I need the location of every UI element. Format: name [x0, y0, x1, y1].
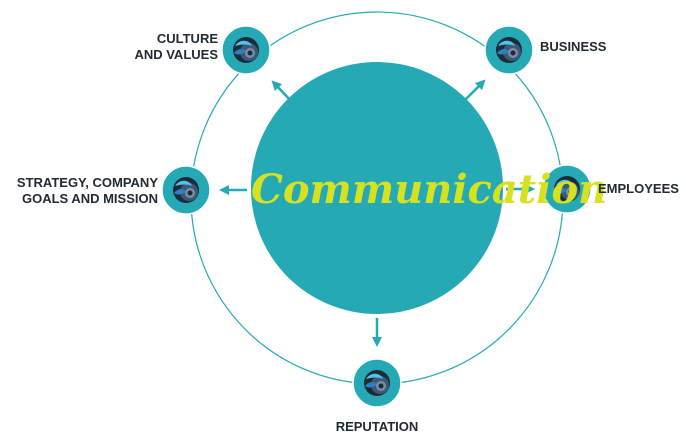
node-culture: [221, 25, 271, 75]
label-strategy-line2: GOALS AND MISSION: [21, 191, 158, 206]
arrow-to-culture: [271, 80, 293, 103]
node-employees: [542, 164, 592, 214]
label-culture-line2: AND VALUES: [134, 47, 218, 62]
center-circle: [251, 62, 503, 314]
label-reputation-line1: REPUTATION: [335, 419, 419, 434]
node-business: [484, 25, 534, 75]
center-label: Communication: [251, 166, 608, 213]
arrow-to-business: [462, 79, 486, 103]
label-culture: CULTURE AND VALUES: [100, 31, 218, 63]
node-strategy: [161, 165, 211, 215]
globe-icon: [173, 177, 199, 203]
label-employees-line1: EMPLOYEES: [598, 181, 679, 196]
node-reputation: [352, 358, 402, 408]
label-business: BUSINESS: [540, 39, 660, 55]
label-culture-line1: CULTURE: [156, 31, 218, 46]
globe-icon: [496, 37, 522, 63]
label-business-line1: BUSINESS: [540, 39, 607, 54]
label-reputation: REPUTATION: [317, 419, 437, 435]
label-strategy: STRATEGY, COMPANY GOALS AND MISSION: [0, 175, 158, 207]
label-strategy-line1: STRATEGY, COMPANY: [16, 175, 158, 190]
label-employees: EMPLOYEES: [598, 181, 686, 197]
globe-icon: [364, 370, 390, 396]
globe-icon: [233, 37, 259, 63]
